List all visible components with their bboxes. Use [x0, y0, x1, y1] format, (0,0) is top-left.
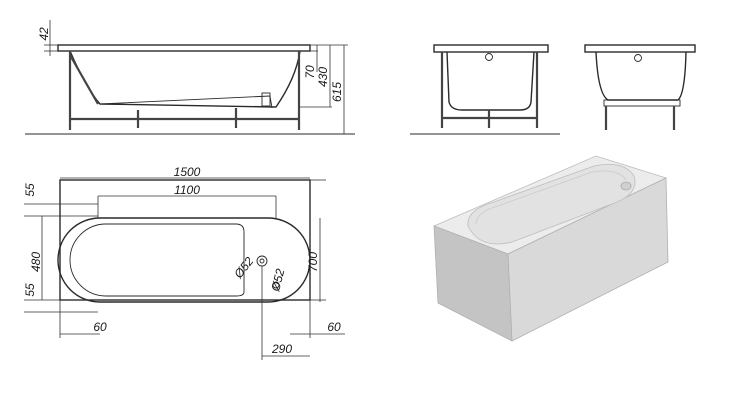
dim-left-edge-label: 60 — [93, 320, 107, 334]
dim-overflow-dia-label: Ø52 — [268, 267, 287, 294]
dim-length-label: 1500 — [174, 165, 201, 179]
overflow-circle — [272, 281, 280, 289]
dim-drain-offset-label: 290 — [271, 342, 292, 356]
dim-total-label: 615 — [330, 82, 344, 102]
dim-rim-top-label: 55 — [23, 183, 37, 197]
dim-inner-length-label: 1100 — [174, 183, 200, 197]
tub-rim — [57, 44, 311, 52]
overflow-hole-3d — [620, 181, 632, 191]
drain-center — [259, 258, 265, 264]
tub-body-side — [69, 50, 301, 108]
overflow-hole — [485, 53, 493, 61]
bathtub-3d-render — [432, 155, 669, 342]
end-view-legs — [584, 44, 696, 130]
end-view-frame — [410, 44, 560, 135]
basin-shading — [475, 170, 627, 225]
dim-inner-label: 430 — [316, 67, 330, 87]
dim-drain-dia-label: Ø52 — [231, 254, 257, 282]
drain-trap — [261, 92, 271, 107]
tub-basin-inner — [69, 223, 245, 297]
dim-depth-label: 70 — [303, 65, 317, 79]
drain-circle — [256, 255, 268, 267]
side-view-long: 42 70 430 615 — [25, 20, 355, 135]
dim-right-edge-label: 60 — [327, 320, 341, 334]
overflow-hole — [634, 54, 642, 62]
frame-base-rail — [603, 99, 681, 107]
plan-view: 1500 1100 55 480 55 700 60 60 290 Ø52 Ø5… — [23, 165, 345, 360]
tub-rim — [584, 44, 696, 53]
tub-basin-3d — [467, 163, 636, 245]
dim-rim-label: 42 — [37, 27, 51, 41]
tub-outline-plan — [59, 179, 311, 301]
tub-basin-outer — [57, 217, 311, 303]
tub-body-end — [446, 51, 535, 111]
dim-width-label: 700 — [306, 252, 320, 272]
dim-inner-width-label: 480 — [29, 252, 43, 272]
tub-rim — [433, 44, 549, 53]
dim-rim-bottom-label: 55 — [23, 283, 37, 297]
frame-brace — [69, 54, 99, 105]
